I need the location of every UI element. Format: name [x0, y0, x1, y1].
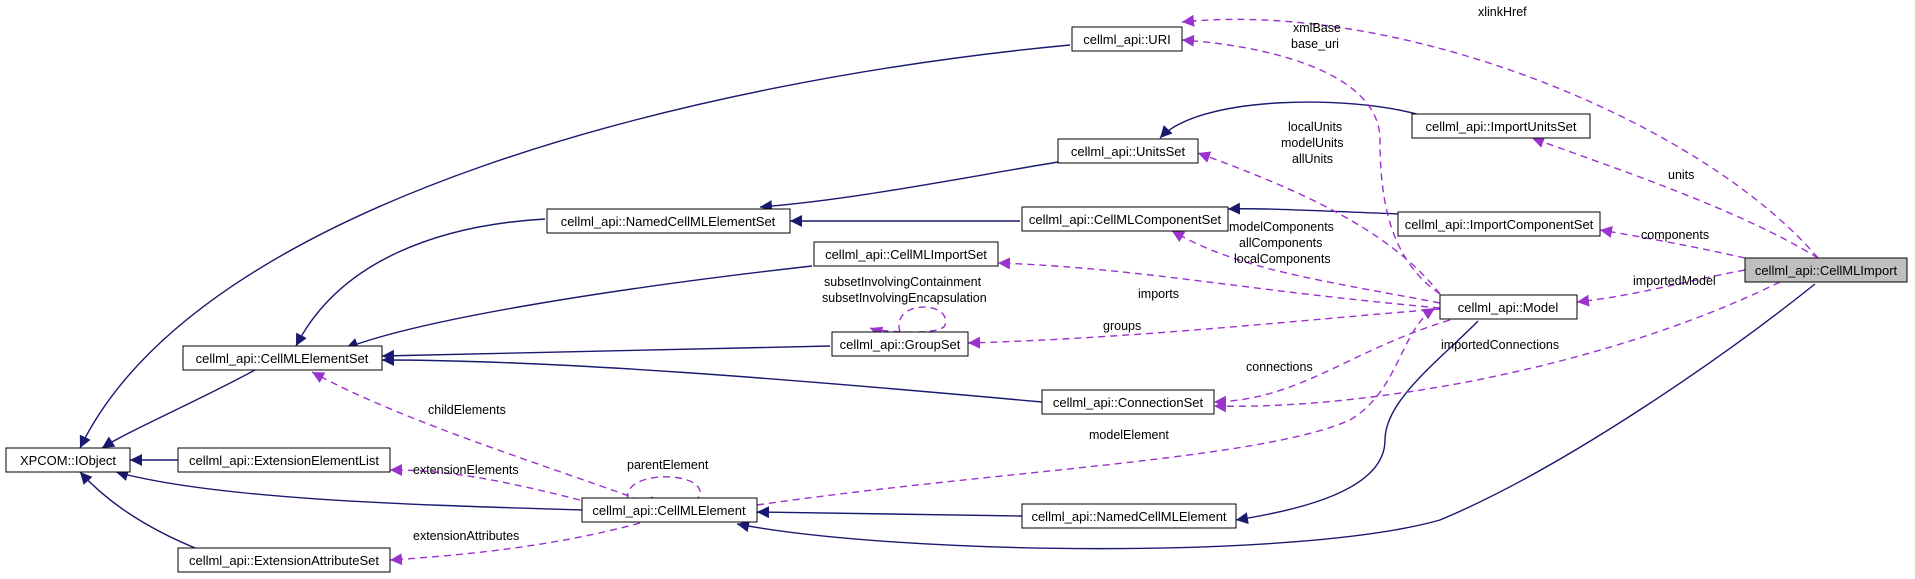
node-label: cellml_api::CellMLImportSet	[825, 247, 987, 262]
node-namedcellmlelementset[interactable]: cellml_api::NamedCellMLElementSet	[546, 208, 791, 234]
label-modelcomponents: modelComponents	[1229, 220, 1334, 234]
node-label: cellml_api::ExtensionElementList	[189, 453, 379, 468]
node-label: cellml_api::UnitsSet	[1071, 144, 1186, 159]
edge-labels: xlinkHref xmlBase base_uri localUnits mo…	[413, 5, 1716, 543]
label-allunits: allUnits	[1292, 152, 1333, 166]
node-label: cellml_api::Model	[1458, 300, 1559, 315]
label-subset-encapsulation: subsetInvolvingEncapsulation	[822, 291, 987, 305]
node-label: cellml_api::ConnectionSet	[1053, 395, 1204, 410]
edge-extensionattributes	[389, 522, 641, 566]
edge-xmlbase	[1181, 34, 1441, 295]
node-label: cellml_api::NamedCellMLElement	[1031, 509, 1226, 524]
node-unitsset[interactable]: cellml_api::UnitsSet	[1057, 138, 1199, 164]
edge-impunits-to-unitsset	[1159, 101, 1421, 139]
usage-edges	[311, 14, 1819, 566]
nodes: XPCOM::IObject cellml_api::URI cellml_ap…	[5, 26, 1908, 573]
edge-extattr-to-iobject	[79, 471, 201, 551]
node-xpcom-iobject[interactable]: XPCOM::IObject	[5, 447, 131, 473]
label-units: units	[1668, 168, 1694, 182]
edge-model-to-namedelem	[1235, 320, 1479, 525]
node-cellmlelement[interactable]: cellml_api::CellMLElement	[581, 497, 758, 523]
label-extensionelements: extensionElements	[413, 463, 519, 477]
label-subset-containment: subsetInvolvingContainment	[824, 275, 982, 289]
edge-groups	[967, 308, 1441, 349]
node-cellmlelementset[interactable]: cellml_api::CellMLElementSet	[182, 345, 383, 371]
inheritance-edges	[79, 44, 1816, 551]
edge-childelements	[311, 371, 641, 501]
label-importedmodel: importedModel	[1633, 274, 1716, 288]
label-parentelement: parentElement	[627, 458, 709, 472]
edge-components	[1599, 226, 1746, 259]
node-connectionset[interactable]: cellml_api::ConnectionSet	[1041, 389, 1215, 415]
label-allcomponents: allComponents	[1239, 236, 1322, 250]
node-label: cellml_api::GroupSet	[840, 337, 961, 352]
edge-namedelem-to-element	[756, 506, 1023, 519]
node-label: cellml_api::URI	[1083, 32, 1170, 47]
edge-units	[1531, 136, 1819, 259]
label-localcomponents: localComponents	[1234, 252, 1331, 266]
edge-connset-to-elementset	[381, 354, 1043, 403]
edge-elementset-to-iobject	[101, 369, 256, 449]
node-uri[interactable]: cellml_api::URI	[1071, 26, 1183, 52]
edge-importedconnections	[1213, 281, 1781, 413]
label-base-uri: base_uri	[1291, 37, 1339, 51]
node-extensionelementlist[interactable]: cellml_api::ExtensionElementList	[177, 447, 391, 473]
label-localunits: localUnits	[1288, 120, 1342, 134]
label-connections: connections	[1246, 360, 1313, 374]
label-childelements: childElements	[428, 403, 506, 417]
node-groupset[interactable]: cellml_api::GroupSet	[831, 331, 969, 357]
edge-subset-self	[869, 306, 947, 339]
edge-unitsset-to-namedset	[759, 161, 1059, 213]
node-label: cellml_api::CellMLElementSet	[196, 351, 369, 366]
node-importcomponentset[interactable]: cellml_api::ImportComponentSet	[1397, 211, 1601, 237]
node-extensionattributeset[interactable]: cellml_api::ExtensionAttributeSet	[177, 547, 391, 573]
label-xlinkhref: xlinkHref	[1478, 5, 1527, 19]
node-label: cellml_api::NamedCellMLElementSet	[561, 214, 776, 229]
node-label: cellml_api::ExtensionAttributeSet	[189, 553, 379, 568]
node-model[interactable]: cellml_api::Model	[1439, 294, 1578, 320]
edge-impcomp-to-compset	[1227, 202, 1401, 215]
edge-uri-to-iobject	[79, 44, 1071, 449]
edge-importedmodel	[1576, 269, 1746, 307]
node-namedcellmlelement[interactable]: cellml_api::NamedCellMLElement	[1021, 503, 1237, 529]
edge-element-to-iobject	[115, 469, 583, 511]
node-label: cellml_api::CellMLImport	[1755, 263, 1898, 278]
edge-modelcomponents	[1171, 230, 1441, 304]
edge-xlinkhref	[1181, 14, 1819, 259]
label-imports: imports	[1138, 287, 1179, 301]
edge-extensionelements	[389, 464, 581, 501]
edge-connections	[1213, 319, 1451, 408]
node-label: cellml_api::ImportUnitsSet	[1426, 119, 1577, 134]
edge-localunits	[1197, 151, 1441, 295]
node-label: cellml_api::CellMLComponentSet	[1029, 212, 1222, 227]
label-xmlbase: xmlBase	[1293, 21, 1341, 35]
node-cellmlimport[interactable]: cellml_api::CellMLImport	[1744, 257, 1908, 283]
node-label: cellml_api::CellMLElement	[592, 503, 746, 518]
label-extensionattributes: extensionAttributes	[413, 529, 519, 543]
node-importunitsset[interactable]: cellml_api::ImportUnitsSet	[1411, 113, 1591, 139]
edge-importset-to-elementset	[345, 265, 813, 350]
label-modelelement: modelElement	[1089, 428, 1169, 442]
label-components: components	[1641, 228, 1709, 242]
node-label: cellml_api::ImportComponentSet	[1405, 217, 1594, 232]
edge-groupset-to-elementset	[381, 345, 831, 362]
edge-namedset-to-elementset	[295, 218, 546, 347]
label-groups: groups	[1103, 319, 1141, 333]
label-importedconnections: importedConnections	[1441, 338, 1559, 352]
node-label: XPCOM::IObject	[20, 453, 116, 468]
label-modelunits: modelUnits	[1281, 136, 1344, 150]
edge-cellmlimport-to-element	[736, 283, 1816, 550]
node-cellmlcomponentset[interactable]: cellml_api::CellMLComponentSet	[1021, 206, 1229, 232]
node-cellmlimportset[interactable]: cellml_api::CellMLImportSet	[813, 241, 999, 267]
edge-imports	[997, 257, 1441, 309]
